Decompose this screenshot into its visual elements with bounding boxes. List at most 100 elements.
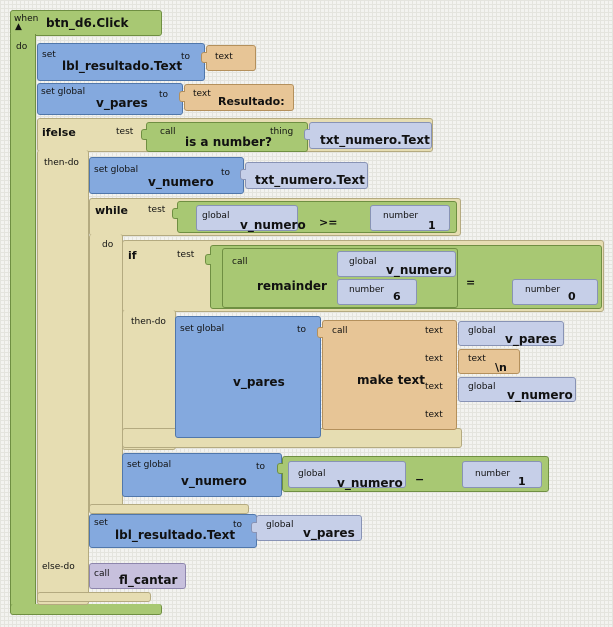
- getter-value: v_numero: [507, 388, 573, 402]
- function-name: make text: [357, 373, 425, 387]
- call-label: call: [232, 257, 248, 267]
- do-label: do: [16, 42, 28, 52]
- number-value[interactable]: 1: [518, 475, 526, 488]
- global-v-numero-getter[interactable]: [196, 205, 298, 231]
- global-label: global: [202, 211, 230, 221]
- global-label: global: [298, 469, 326, 479]
- set-global-v-numero-decrement-block[interactable]: [122, 453, 282, 497]
- text-literal-value[interactable]: Resultado:: [218, 95, 285, 108]
- event-block-footer: [10, 604, 162, 615]
- to-label: to: [159, 90, 169, 100]
- test-label: test: [116, 127, 134, 137]
- text-value-label: text: [215, 52, 233, 62]
- event-block-btn-d6-click[interactable]: [10, 10, 162, 36]
- getter-value: v_numero: [337, 476, 403, 490]
- socket-plug: [317, 327, 323, 338]
- number-value[interactable]: 1: [428, 219, 436, 232]
- to-label: to: [221, 168, 231, 178]
- operator-gte[interactable]: >=: [319, 216, 338, 229]
- getter-value: v_numero: [386, 263, 452, 277]
- text-value-block[interactable]: [206, 45, 256, 71]
- to-label: to: [297, 325, 307, 335]
- global-label: global: [468, 382, 496, 392]
- set-global-v-pares-block[interactable]: [175, 316, 321, 438]
- to-label: to: [181, 52, 191, 62]
- test-label: test: [148, 205, 166, 215]
- call-label: call: [332, 326, 348, 336]
- getter-value: txt_numero.Text: [320, 133, 430, 147]
- global-v-numero-getter[interactable]: [337, 251, 456, 277]
- set-global-v-pares-block[interactable]: [37, 83, 183, 115]
- socket-plug: [179, 91, 185, 102]
- socket-plug: [201, 52, 207, 63]
- while-label: while: [95, 204, 128, 217]
- ifelse-footer: [37, 592, 151, 602]
- global-v-numero-getter[interactable]: [458, 377, 576, 402]
- getter-value: v_numero: [240, 218, 306, 232]
- getter-value: v_pares: [505, 332, 557, 346]
- then-do-label: then-do: [131, 317, 166, 327]
- global-label: global: [349, 257, 377, 267]
- function-name: remainder: [257, 279, 327, 293]
- global-label: global: [468, 326, 496, 336]
- event-name: btn_d6.Click: [46, 16, 129, 30]
- thing-label: thing: [270, 127, 294, 137]
- newline-text-block[interactable]: [458, 349, 520, 374]
- call-label: call: [160, 127, 176, 137]
- set-label: set: [94, 518, 108, 528]
- is-a-number-block[interactable]: [146, 122, 308, 152]
- if-label: if: [128, 249, 137, 262]
- number-label: number: [475, 469, 511, 479]
- socket-plug: [172, 208, 178, 219]
- set-lbl-resultado-block[interactable]: [37, 43, 205, 81]
- operator-equals[interactable]: =: [466, 276, 476, 289]
- getter-value: v_pares: [303, 526, 355, 540]
- number-literal-block[interactable]: [370, 205, 450, 231]
- set-target: lbl_resultado.Text: [62, 59, 183, 73]
- ifelse-label: ifelse: [42, 126, 76, 139]
- to-label: to: [233, 520, 243, 530]
- socket-plug: [277, 463, 283, 474]
- getter-value: txt_numero.Text: [255, 173, 365, 187]
- number-label: number: [349, 285, 385, 295]
- ifelse-body-frame: [37, 150, 89, 605]
- set-global-label: set global: [127, 460, 172, 470]
- set-global-label: set global: [180, 324, 225, 334]
- set-target: v_pares: [96, 96, 148, 110]
- operator-minus[interactable]: −: [415, 473, 425, 486]
- text-literal-value[interactable]: \n: [495, 361, 507, 374]
- text-literal-label: text: [468, 354, 486, 364]
- global-label: global: [266, 520, 294, 530]
- text-slot-label: text: [425, 354, 443, 364]
- global-v-pares-getter[interactable]: [256, 515, 362, 541]
- make-text-block[interactable]: [322, 320, 457, 430]
- number-value[interactable]: 6: [393, 290, 401, 303]
- global-v-pares-getter[interactable]: [458, 321, 564, 346]
- number-literal-block[interactable]: [512, 279, 598, 305]
- set-global-v-numero-block[interactable]: [89, 157, 244, 194]
- function-name: is a number?: [185, 135, 272, 149]
- then-do-label: then-do: [44, 158, 79, 168]
- set-target: v_numero: [181, 474, 247, 488]
- text-literal-label: text: [193, 89, 211, 99]
- while-footer: [89, 504, 249, 514]
- number-literal-block[interactable]: [462, 461, 542, 488]
- collapse-arrow-icon[interactable]: ▲: [15, 22, 22, 32]
- number-value[interactable]: 0: [568, 290, 576, 303]
- txt-numero-getter[interactable]: [245, 162, 368, 189]
- call-label: call: [94, 569, 110, 579]
- text-slot-label: text: [425, 382, 443, 392]
- to-label: to: [256, 462, 266, 472]
- call-fl-cantar-block[interactable]: [89, 563, 186, 589]
- if-body-frame: [122, 310, 176, 450]
- set-lbl-resultado-block[interactable]: [89, 514, 257, 548]
- set-target: v_numero: [148, 175, 214, 189]
- set-label: set: [42, 50, 56, 60]
- socket-plug: [304, 129, 310, 140]
- global-v-numero-getter[interactable]: [288, 461, 406, 488]
- text-slot-label: text: [425, 326, 443, 336]
- while-body-frame: [89, 234, 123, 512]
- txt-numero-getter[interactable]: [309, 122, 432, 149]
- number-literal-block[interactable]: [337, 279, 417, 305]
- test-label: test: [177, 250, 195, 260]
